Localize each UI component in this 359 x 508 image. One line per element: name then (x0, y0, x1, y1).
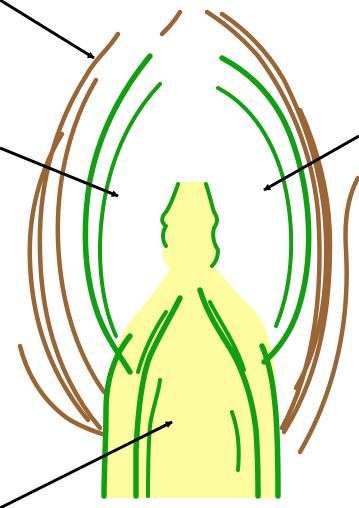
brown-layer-left-1 (40, 34, 118, 428)
brown-layer-left-2 (58, 80, 104, 392)
outer-leaf-layers-left (20, 34, 118, 434)
arrow-outer-leaf (0, 0, 94, 58)
brown-layer-right-3 (162, 12, 180, 34)
